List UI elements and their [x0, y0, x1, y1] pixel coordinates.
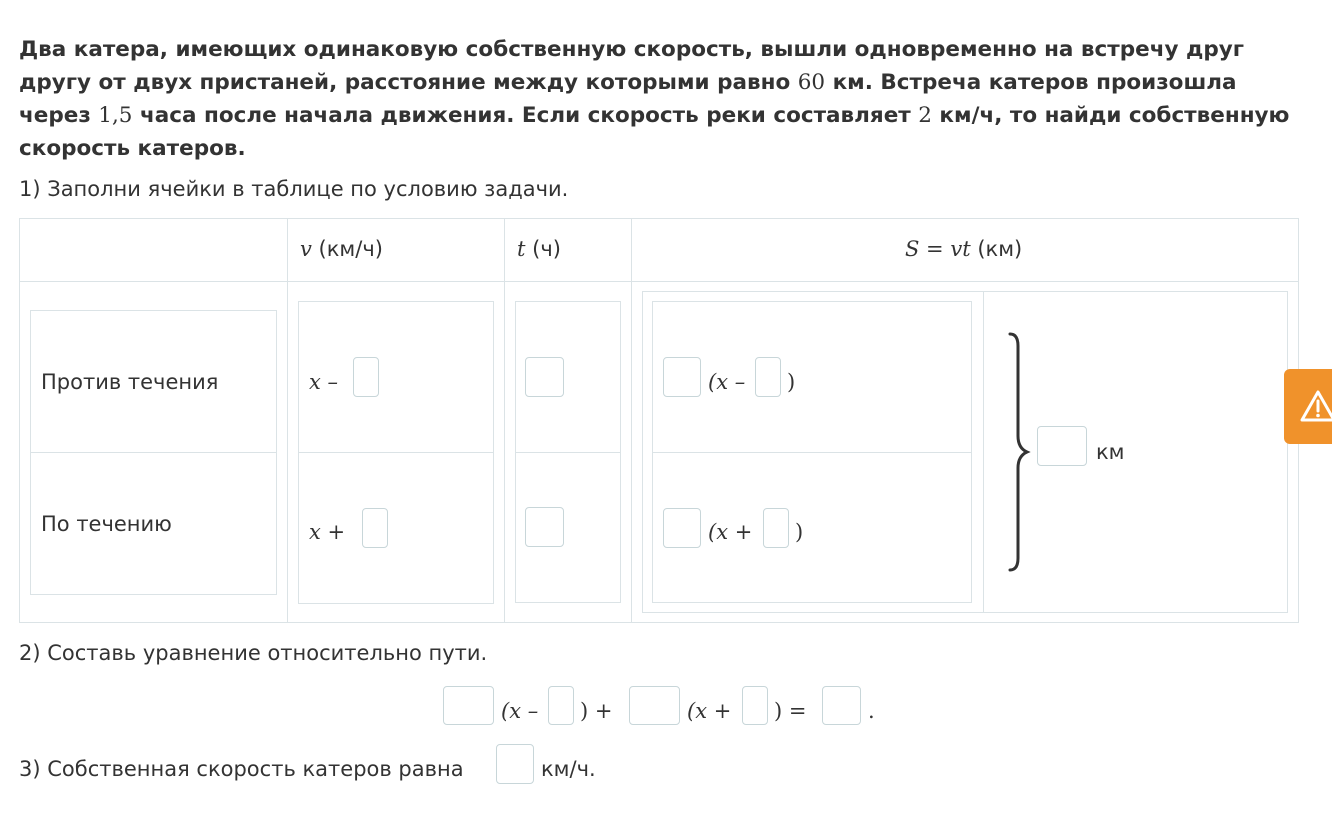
distance-downstream-speed-input[interactable]: [763, 508, 789, 548]
equation-time1-input[interactable]: [443, 686, 494, 725]
row-divider: [516, 452, 620, 453]
problem-distance-value: 60: [797, 70, 826, 95]
equation-close2: ) =: [774, 699, 807, 723]
table-border-top: [19, 218, 1299, 219]
equation-open1: (x –: [501, 699, 539, 723]
problem-text-part: Два катера, имеющих одинаковую собственн…: [19, 37, 1244, 95]
speed-upstream-input[interactable]: [353, 357, 379, 397]
row-label-downstream: По течению: [41, 512, 172, 536]
warning-icon: [1300, 390, 1332, 422]
problem-statement: Два катера, имеющих одинаковую собственн…: [19, 33, 1309, 165]
problem-time-value: 1,5: [98, 103, 133, 128]
equation-open2: (x +: [687, 699, 732, 723]
equation-time2-input[interactable]: [629, 686, 680, 725]
header-time: t (ч): [517, 237, 561, 261]
step3-instruction: 3) Собственная скорость катеров равна: [19, 757, 464, 781]
distance-upstream-close: ): [787, 370, 796, 394]
row-divider: [31, 452, 276, 453]
speed-downstream-prefix: x +: [309, 520, 346, 544]
time-downstream-input[interactable]: [525, 507, 564, 547]
equation-end: .: [868, 699, 875, 723]
header-speed: v (км/ч): [300, 237, 383, 261]
table-header-divider: [19, 281, 1299, 282]
problem-river-speed-value: 2: [918, 103, 932, 128]
header-distance: S = vt (км): [905, 237, 1023, 261]
row-label-upstream: Против течения: [41, 370, 219, 394]
row-divider: [299, 452, 493, 453]
table-col-divider: [504, 218, 505, 623]
row-divider: [653, 452, 971, 453]
problem-text-part: часа после начала движения. Если скорост…: [132, 103, 919, 128]
equation-close1: ) +: [580, 699, 613, 723]
distance-upstream-time-input[interactable]: [663, 357, 701, 397]
step2-instruction: 2) Составь уравнение относительно пути.: [19, 641, 488, 665]
distance-downstream-open: (x +: [708, 520, 753, 544]
table-border-bottom: [19, 622, 1299, 623]
distance-col-divider: [983, 292, 984, 612]
own-speed-input[interactable]: [496, 744, 534, 784]
distance-downstream-time-input[interactable]: [663, 508, 701, 548]
problem-text-part: км/ч, то найди собственную скорость кате…: [19, 103, 1290, 161]
curly-brace-icon: [1008, 332, 1031, 572]
distance-upstream-open: (x –: [708, 370, 746, 394]
table-col-divider: [287, 218, 288, 623]
own-speed-unit: км/ч.: [541, 757, 596, 781]
distance-downstream-close: ): [795, 520, 804, 544]
total-distance-unit: км: [1096, 440, 1125, 464]
distance-upstream-speed-input[interactable]: [755, 357, 781, 397]
equation-speed1-input[interactable]: [548, 686, 574, 725]
report-problem-tab[interactable]: [1284, 369, 1332, 444]
equation-speed2-input[interactable]: [742, 686, 768, 725]
time-upstream-input[interactable]: [525, 357, 564, 397]
table-col-divider: [631, 218, 632, 623]
step1-instruction: 1) Заполни ячейки в таблице по условию з…: [19, 177, 569, 201]
equation-total-input[interactable]: [822, 686, 861, 725]
total-distance-input[interactable]: [1037, 426, 1087, 466]
problem-text-part: км. Встреча катеров произошла через: [19, 70, 1237, 128]
table-border-left: [19, 218, 20, 623]
speed-upstream-prefix: x –: [309, 370, 339, 394]
speed-downstream-input[interactable]: [362, 508, 388, 548]
